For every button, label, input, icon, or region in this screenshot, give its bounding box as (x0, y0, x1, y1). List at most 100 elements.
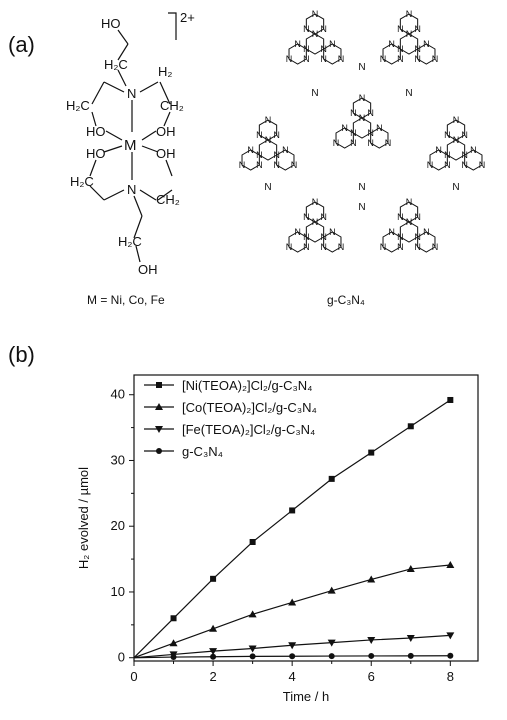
panel-a: (a) (8, 9, 485, 307)
atom-label: N (127, 182, 136, 197)
ring-nitrogen-label: N (444, 130, 451, 140)
bond (133, 195, 143, 217)
ring-bond (258, 139, 278, 161)
bond (91, 81, 105, 105)
ring-nitrogen-label: N (247, 145, 254, 155)
bond (157, 189, 173, 201)
ring-bond (399, 13, 419, 35)
data-point (248, 645, 257, 653)
y-tick-label: 10 (111, 584, 125, 599)
ring-nitrogen-label: N (376, 123, 383, 133)
data-point (407, 652, 414, 659)
bond (141, 145, 159, 153)
x-tick-label: 8 (447, 669, 454, 684)
data-point (446, 561, 455, 569)
legend-marker (156, 382, 162, 388)
polymer-caption: g-C₃N₄ (327, 293, 365, 307)
ring-bond (305, 201, 325, 223)
ring-nitrogen-label: N (414, 242, 421, 252)
ring-nitrogen-label: N (414, 54, 421, 64)
ring-nitrogen-label: N (432, 54, 439, 64)
data-point (407, 423, 414, 430)
legend-entry: [Ni(TEOA)₂]Cl₂/g-C₃N₄ (144, 378, 312, 393)
series-triangle-up (133, 561, 455, 659)
atom-label: H₂ (158, 64, 172, 79)
atom-label: H₂C (118, 234, 142, 249)
atom-label: N (127, 86, 136, 101)
data-point (327, 586, 336, 594)
ring-nitrogen-label: N (265, 115, 272, 125)
data-point (248, 610, 257, 618)
ring-nitrogen-label: N (320, 212, 327, 222)
ring-bond (288, 231, 307, 253)
data-point (406, 564, 415, 572)
ring-nitrogen-label: N (312, 9, 319, 19)
ring-bond (446, 119, 466, 141)
ring-nitrogen-label: N (294, 39, 301, 49)
data-point (368, 652, 375, 659)
series-line (133, 399, 451, 659)
data-point (328, 475, 335, 482)
legend-marker (155, 426, 163, 433)
data-point (447, 396, 454, 403)
bond (163, 111, 171, 127)
bond (117, 69, 127, 87)
data-point (446, 632, 455, 640)
plot-frame (133, 374, 479, 662)
legend-marker (156, 448, 162, 454)
atom-label: OH (156, 124, 176, 139)
bridging-nitrogen-label: N (358, 182, 365, 193)
ring-nitrogen-label: N (388, 227, 395, 237)
legend-entry: [Co(TEOA)₂]Cl₂/g-C₃N₄ (144, 400, 317, 415)
ring-bond (382, 231, 401, 253)
bond (103, 145, 123, 153)
atom-label: H₂C (66, 98, 90, 113)
ring-bond (323, 43, 342, 65)
ring-nitrogen-label: N (423, 39, 430, 49)
complex-charge: 2+ (180, 10, 195, 25)
ring-nitrogen-label: N (380, 242, 387, 252)
ring-bond (370, 127, 389, 149)
panel-b-label: (b) (8, 342, 35, 367)
bond (105, 130, 123, 141)
atom-label: H₂C (104, 57, 128, 72)
ring-bond (417, 231, 436, 253)
ring-nitrogen-label: N (303, 212, 310, 222)
panel-a-label: (a) (8, 32, 35, 57)
ring-nitrogen-label: N (273, 160, 280, 170)
y-axis-title: H₂ evolved / µmol (76, 467, 91, 569)
complex-caption: M = Ni, Co, Fe (87, 293, 165, 307)
ring-bond (241, 149, 260, 171)
atom-label: H₂C (70, 174, 94, 189)
bond (165, 159, 173, 177)
bridging-nitrogen-label: N (311, 88, 318, 99)
data-point (170, 615, 177, 622)
y-tick-label: 40 (111, 387, 125, 402)
ring-nitrogen-label: N (256, 160, 263, 170)
data-point (288, 598, 297, 606)
ring-nitrogen-label: N (286, 54, 293, 64)
bond (139, 81, 159, 93)
charge-bracket (168, 12, 177, 40)
series-square (133, 396, 454, 659)
x-tick-label: 2 (209, 669, 216, 684)
data-point (447, 652, 454, 659)
ring-nitrogen-label: N (333, 138, 340, 148)
ring-bond (352, 117, 372, 139)
x-tick-label: 6 (368, 669, 375, 684)
ring-nitrogen-label: N (256, 130, 263, 140)
legend-label: g-C₃N₄ (182, 444, 223, 459)
bond (103, 81, 125, 93)
ring-bond (276, 149, 295, 171)
ring-nitrogen-label: N (367, 138, 374, 148)
ring-nitrogen-label: N (380, 54, 387, 64)
legend-entry: g-C₃N₄ (144, 444, 223, 459)
atom-label: OH (156, 146, 176, 161)
